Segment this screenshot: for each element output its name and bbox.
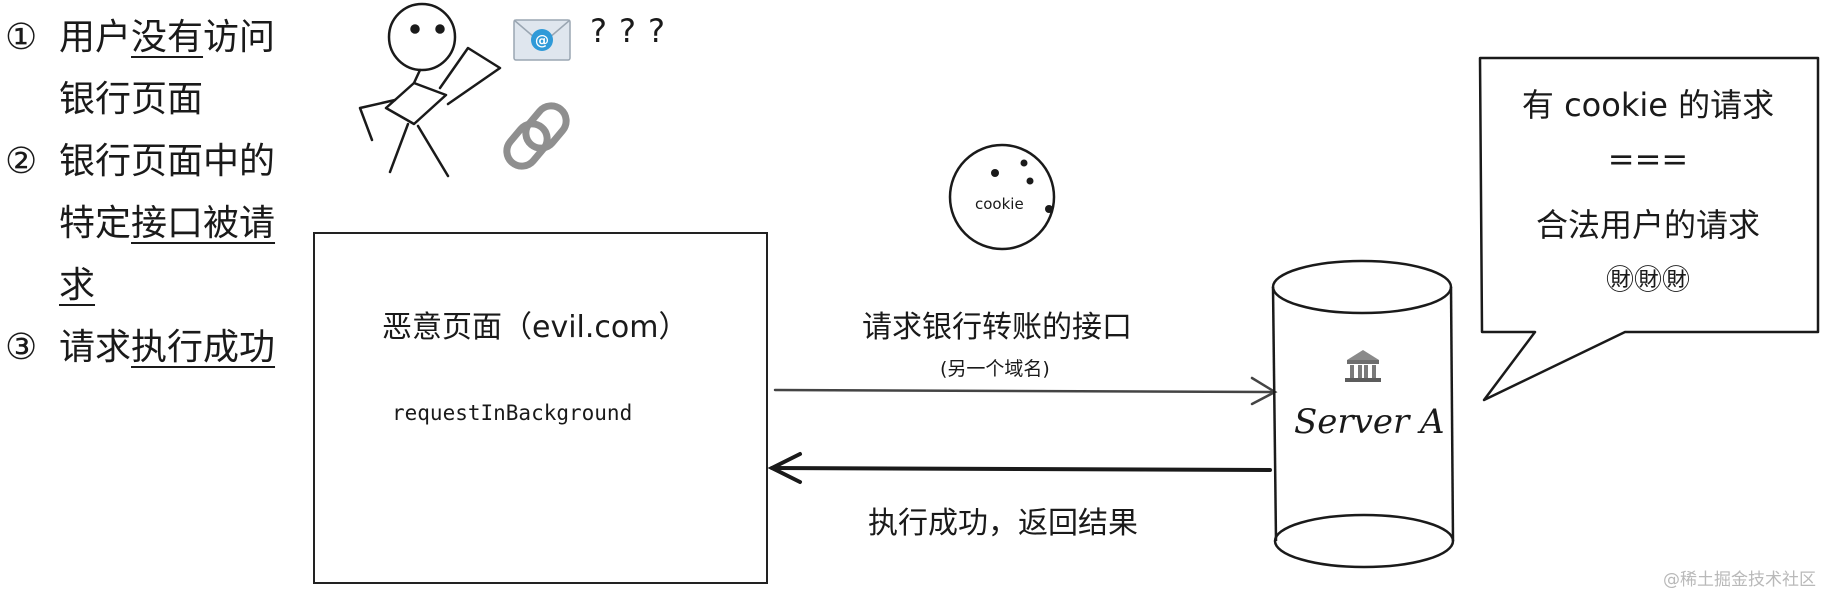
request-arrow [773,376,1278,406]
server-label: Server A [1294,402,1445,442]
step-1-text-d: 银行页面 [59,79,204,120]
link-icon [503,102,570,170]
step-2-text-a: 银行页面中的 [59,141,276,182]
step-1: ① 用户没有访问 [5,8,275,68]
malicious-page-box [313,232,768,584]
step-2-text-d: 求 [59,265,96,306]
step-1-text-b: 没有 [131,17,204,58]
bubble-line-2: === [1607,140,1689,178]
email-icon: @ [513,19,571,61]
step-2-number: ② [5,141,38,182]
response-arrow [767,452,1272,484]
cookie-label: cookie [975,195,1024,213]
step-3: ③ 请求执行成功 [5,318,275,378]
malicious-page-code: requestInBackground [392,401,633,425]
malicious-page-title: 恶意页面（evil.com） [382,310,689,345]
question-marks: ??? [590,12,677,50]
server-cylinder [1271,259,1455,569]
request-label: 请求银行转账的接口 [862,310,1132,345]
speech-bubble [1478,56,1820,402]
bubble-line-3: 合法用户的请求 [1535,206,1760,244]
step-2-text-b: 特定 [59,203,132,244]
request-sublabel: (另一个域名) [940,358,1050,380]
step-2-continued: 特定接口被请 [59,194,275,254]
cookie [948,143,1056,251]
step-2-text-c: 接口被请 [131,203,276,244]
step-3-number: ③ [5,327,38,368]
step-1-text-c: 访问 [203,17,276,58]
bubble-line-4: ㊖㊖㊖ [1605,263,1690,296]
stick-figure [358,2,502,178]
step-1-continued: 银行页面 [59,70,203,130]
watermark: @稀土掘金技术社区 [1663,570,1816,590]
step-3-text-b: 执行成功 [131,327,276,368]
step-1-number: ① [5,17,38,58]
bank-icon [1345,350,1381,382]
step-1-text-a: 用户 [59,17,132,58]
step-3-text-a: 请求 [59,327,132,368]
response-label: 执行成功，返回结果 [868,506,1138,541]
svg-text:@: @ [535,33,549,49]
step-2: ② 银行页面中的 [5,132,275,192]
step-2-continued-2: 求 [59,256,95,316]
bubble-line-1: 有 cookie 的请求 [1521,86,1775,124]
